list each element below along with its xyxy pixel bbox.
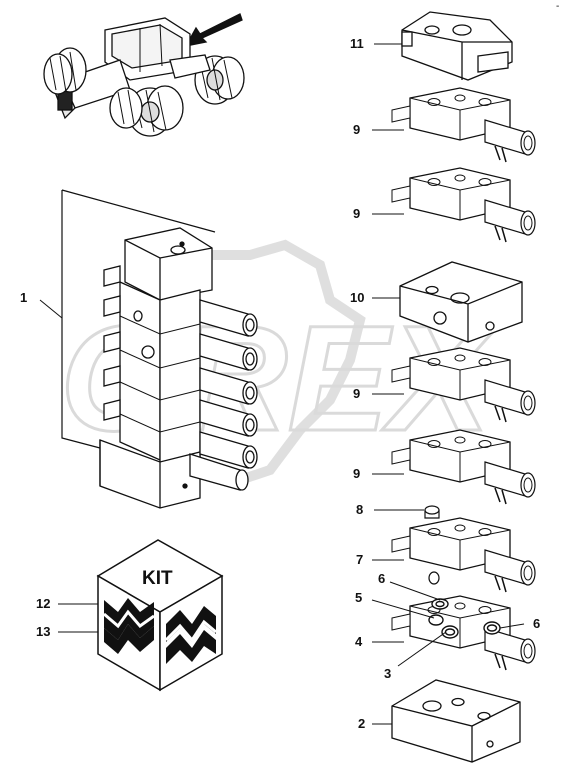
corner-mark: -: [556, 1, 560, 12]
callout-9-d: 9: [353, 466, 361, 481]
valve-assembly: [61, 189, 258, 509]
callout-13: 13: [36, 624, 51, 639]
valve-section-9-b: [391, 167, 536, 243]
callout-6-a: 6: [378, 571, 386, 586]
callout-11: 11: [350, 36, 364, 51]
callout-3: 3: [384, 666, 392, 681]
callout-9-b: 9: [353, 206, 361, 221]
tractor-illustration: [43, 13, 245, 137]
leader-lines: [39, 43, 525, 725]
callout-10: 10: [350, 290, 365, 305]
plug-small: [428, 571, 440, 585]
callout-2: 2: [358, 716, 366, 731]
callout-9-a: 9: [353, 122, 361, 137]
callout-8: 8: [356, 502, 364, 517]
callout-9-c: 9: [353, 386, 361, 401]
valve-section-7: [391, 517, 536, 593]
callout-6-b: 6: [533, 616, 541, 631]
valve-section-9-d: [391, 429, 536, 505]
callout-4: 4: [355, 634, 363, 649]
end-cover-2: [391, 679, 521, 763]
inlet-cover-11: [401, 11, 513, 81]
callout-7: 7: [356, 552, 364, 567]
callout-1: 1: [20, 290, 28, 305]
plug-8: [424, 505, 440, 519]
valve-section-4: [391, 595, 536, 671]
o-rings: [428, 598, 501, 639]
callout-5: 5: [355, 590, 363, 605]
kit-label: KIT: [142, 568, 173, 589]
valve-section-9-a: [391, 87, 536, 163]
callout-12: 12: [36, 596, 51, 611]
kit-box: KIT: [96, 539, 224, 692]
mid-inlet-10: [399, 261, 523, 343]
